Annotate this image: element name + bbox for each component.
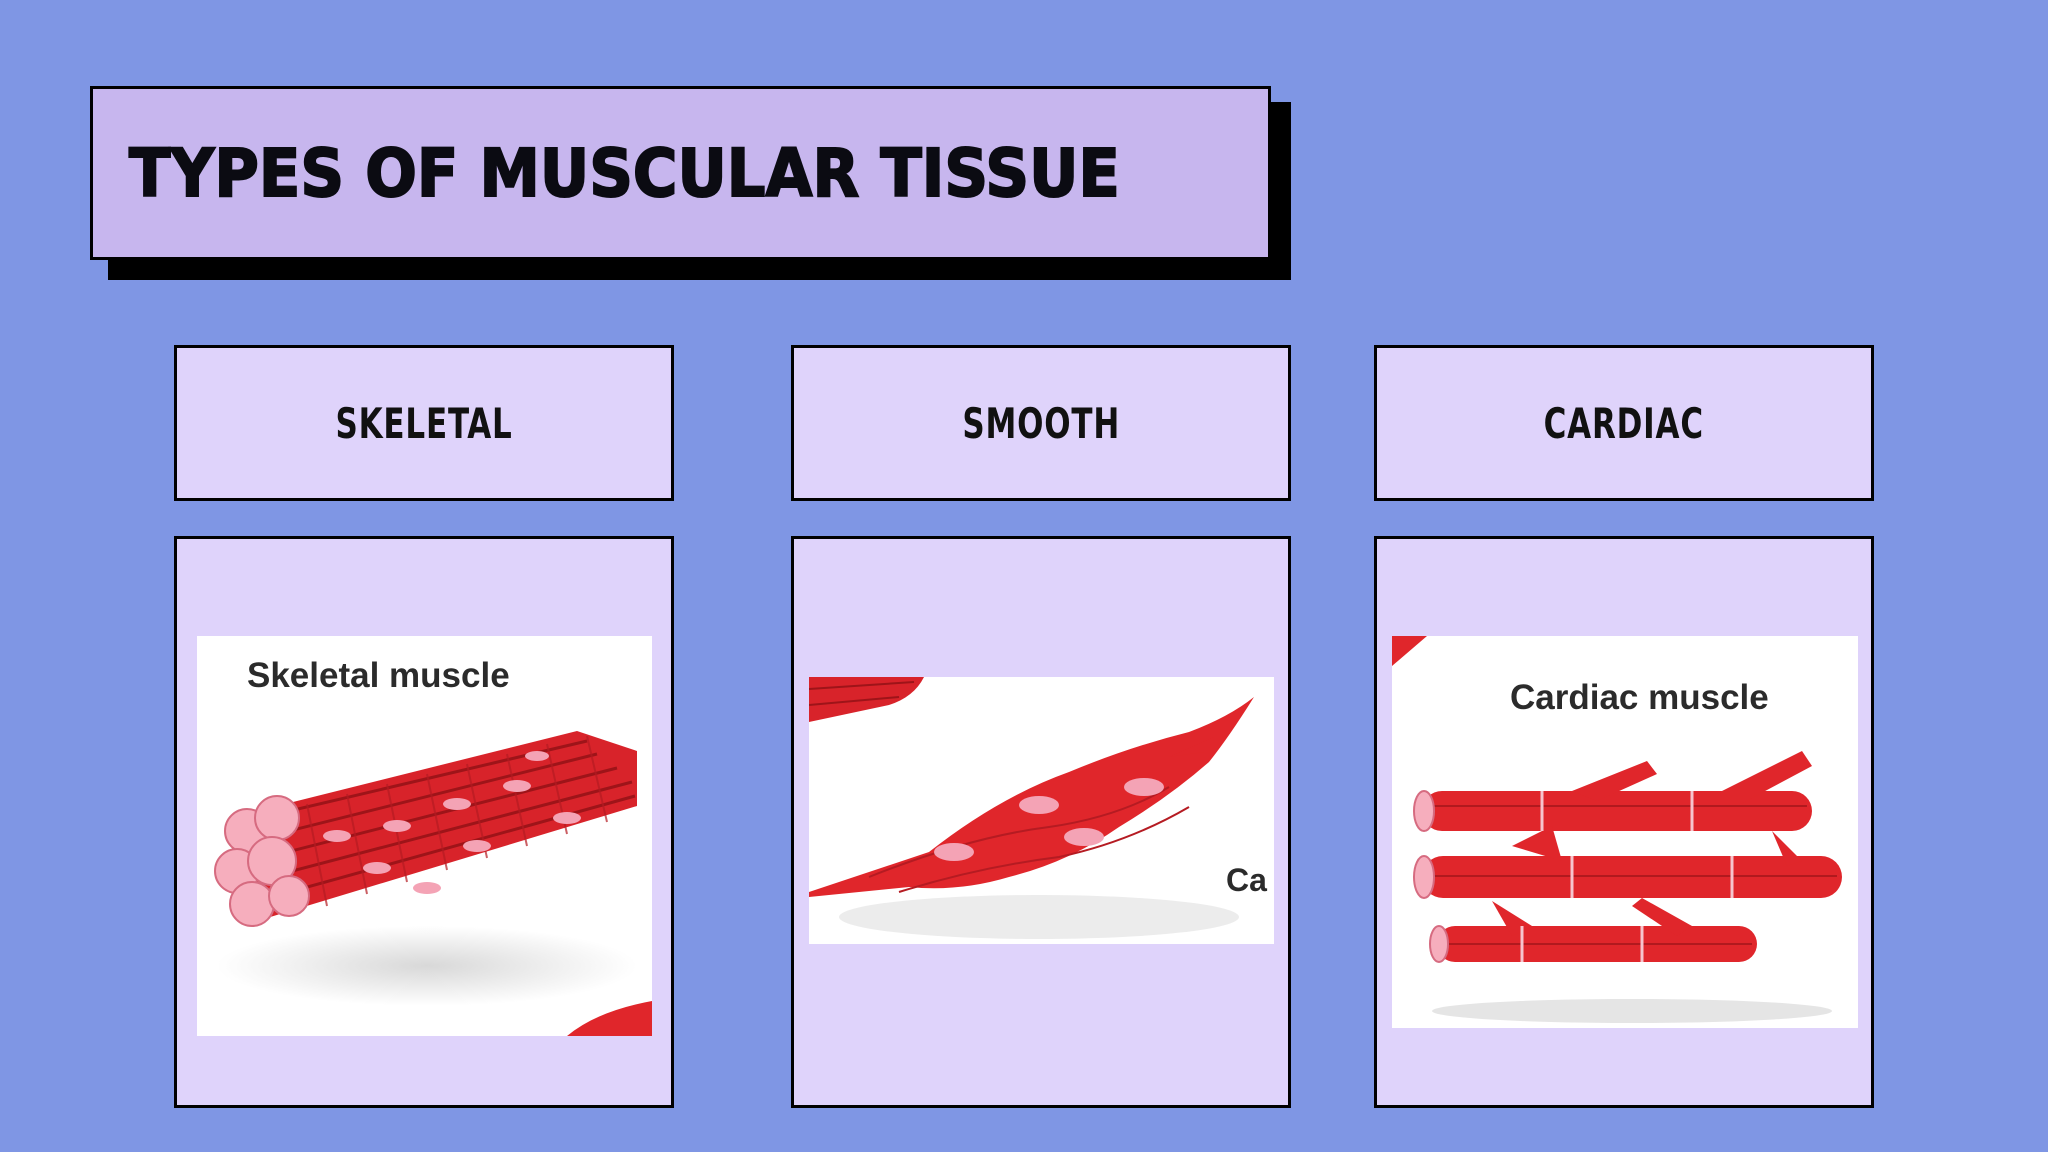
skeletal-muscle-illustration [214,731,652,1036]
label-skeletal: SKELETAL [335,398,513,448]
card-skeletal: Skeletal muscle [174,536,674,1108]
title-banner: TYPES OF MUSCULAR TISSUE [90,86,1271,260]
smooth-muscle-image: Ca [809,677,1274,944]
smooth-muscle-illustration [809,677,1254,939]
slide-title: TYPES OF MUSCULAR TISSUE [128,134,1121,213]
skeletal-muscle-image: Skeletal muscle [197,636,652,1036]
card-cardiac: Cardiac muscle [1374,536,1874,1108]
cardiac-muscle-image: Cardiac muscle [1392,636,1858,1028]
skeletal-fiber-bundle [214,731,637,927]
label-box-cardiac: CARDIAC [1374,345,1874,501]
label-cardiac: CARDIAC [1543,398,1705,448]
label-smooth: SMOOTH [962,398,1120,448]
label-box-smooth: SMOOTH [791,345,1291,501]
skeletal-caption: Skeletal muscle [247,656,510,695]
card-smooth: Ca [791,536,1291,1108]
cardiac-muscle-illustration [1392,636,1842,1023]
smooth-caption-fragment: Ca [1226,862,1267,898]
cardiac-caption: Cardiac muscle [1510,678,1769,717]
label-box-skeletal: SKELETAL [174,345,674,501]
